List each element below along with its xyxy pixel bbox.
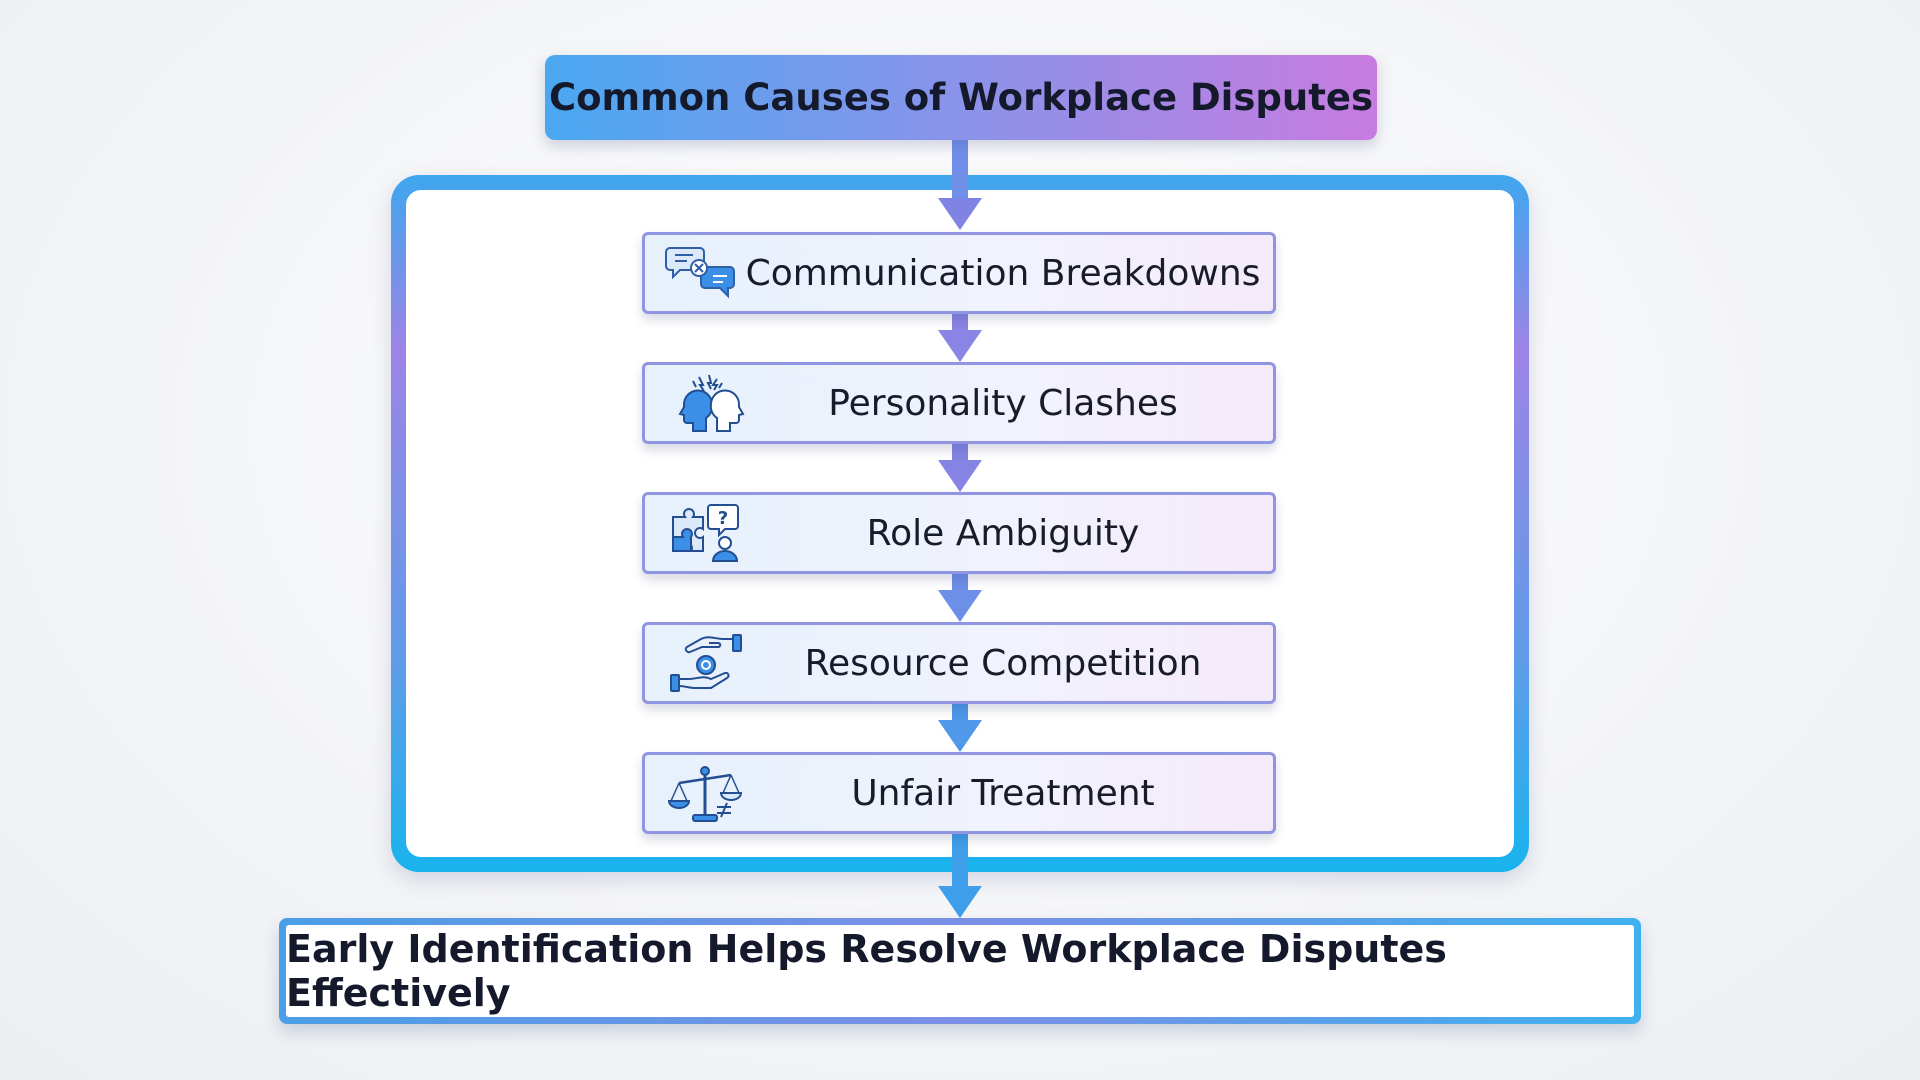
puzzle-question-icon: ? bbox=[672, 504, 739, 562]
chat-bubbles-icon bbox=[665, 247, 735, 299]
step-communication-breakdowns: Communication Breakdowns bbox=[642, 232, 1276, 314]
clashing-heads-icon bbox=[678, 374, 745, 432]
arrow-step-2-to-3 bbox=[938, 444, 982, 492]
step-personality-clashes: Personality Clashes bbox=[642, 362, 1276, 444]
step-unfair-treatment: Unfair Treatment bbox=[642, 752, 1276, 834]
step-label: Unfair Treatment bbox=[851, 772, 1155, 814]
step-resource-competition: Resource Competition bbox=[642, 622, 1276, 704]
svg-text:?: ? bbox=[718, 508, 728, 529]
arrow-step-5-to-conclusion bbox=[938, 834, 982, 918]
step-role-ambiguity: ? Role Ambiguity bbox=[642, 492, 1276, 574]
step-label: Personality Clashes bbox=[828, 382, 1178, 424]
arrow-step-3-to-4 bbox=[938, 574, 982, 622]
arrow-step-4-to-5 bbox=[938, 704, 982, 752]
arrow-title-to-step-1 bbox=[938, 140, 982, 230]
unbalanced-scale-icon bbox=[667, 766, 743, 822]
conclusion-box: Early Identification Helps Resolve Workp… bbox=[279, 918, 1641, 1024]
arrow-step-1-to-2 bbox=[938, 314, 982, 362]
conclusion-text: Early Identification Helps Resolve Workp… bbox=[286, 925, 1634, 1017]
hands-coin-icon bbox=[670, 634, 742, 692]
diagram-title: Common Causes of Workplace Disputes bbox=[545, 55, 1377, 140]
step-label: Communication Breakdowns bbox=[745, 252, 1261, 294]
step-label: Role Ambiguity bbox=[866, 512, 1140, 554]
step-label: Resource Competition bbox=[804, 642, 1202, 684]
